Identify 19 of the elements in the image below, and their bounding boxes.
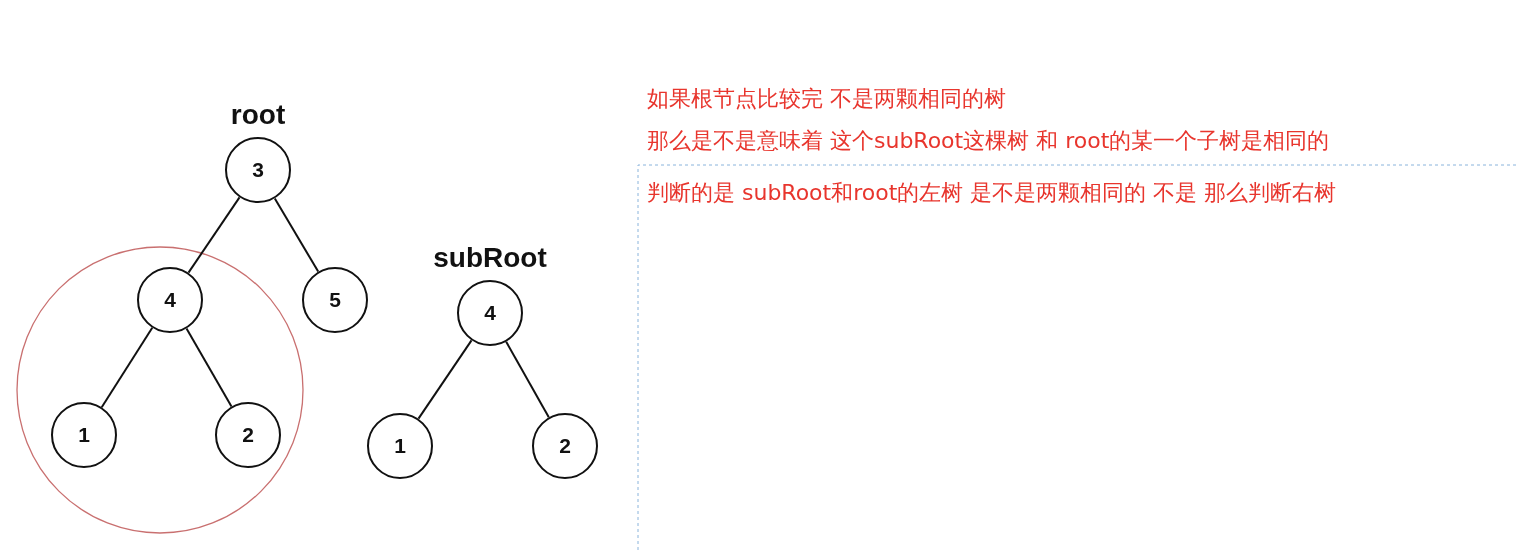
tree-node: 4	[457, 280, 523, 346]
tree-node: 2	[532, 413, 598, 479]
tree-edge	[505, 340, 550, 419]
tree-node: 4	[137, 267, 203, 333]
tree-edge	[100, 326, 154, 409]
tree-node: 3	[225, 137, 291, 203]
tree-label: root	[230, 99, 286, 131]
tree-label: subRoot	[433, 242, 547, 274]
tree-node: 1	[367, 413, 433, 479]
tree-edge	[273, 197, 320, 273]
tree-edge	[417, 339, 473, 420]
note-text: 如果根节点比较完 不是两颗相同的树	[647, 85, 1006, 113]
tree-edge	[187, 196, 241, 274]
note-text: 那么是不是意味着 这个subRoot这棵树 和 root的某一个子树是相同的	[647, 127, 1330, 155]
note-text: 判断的是 subRoot和root的左树 是不是两颗相同的 不是 那么判断右树	[647, 179, 1337, 207]
tree-node: 5	[302, 267, 368, 333]
tree-node: 2	[215, 402, 281, 468]
tree-node: 1	[51, 402, 117, 468]
tree-edge	[185, 327, 233, 408]
